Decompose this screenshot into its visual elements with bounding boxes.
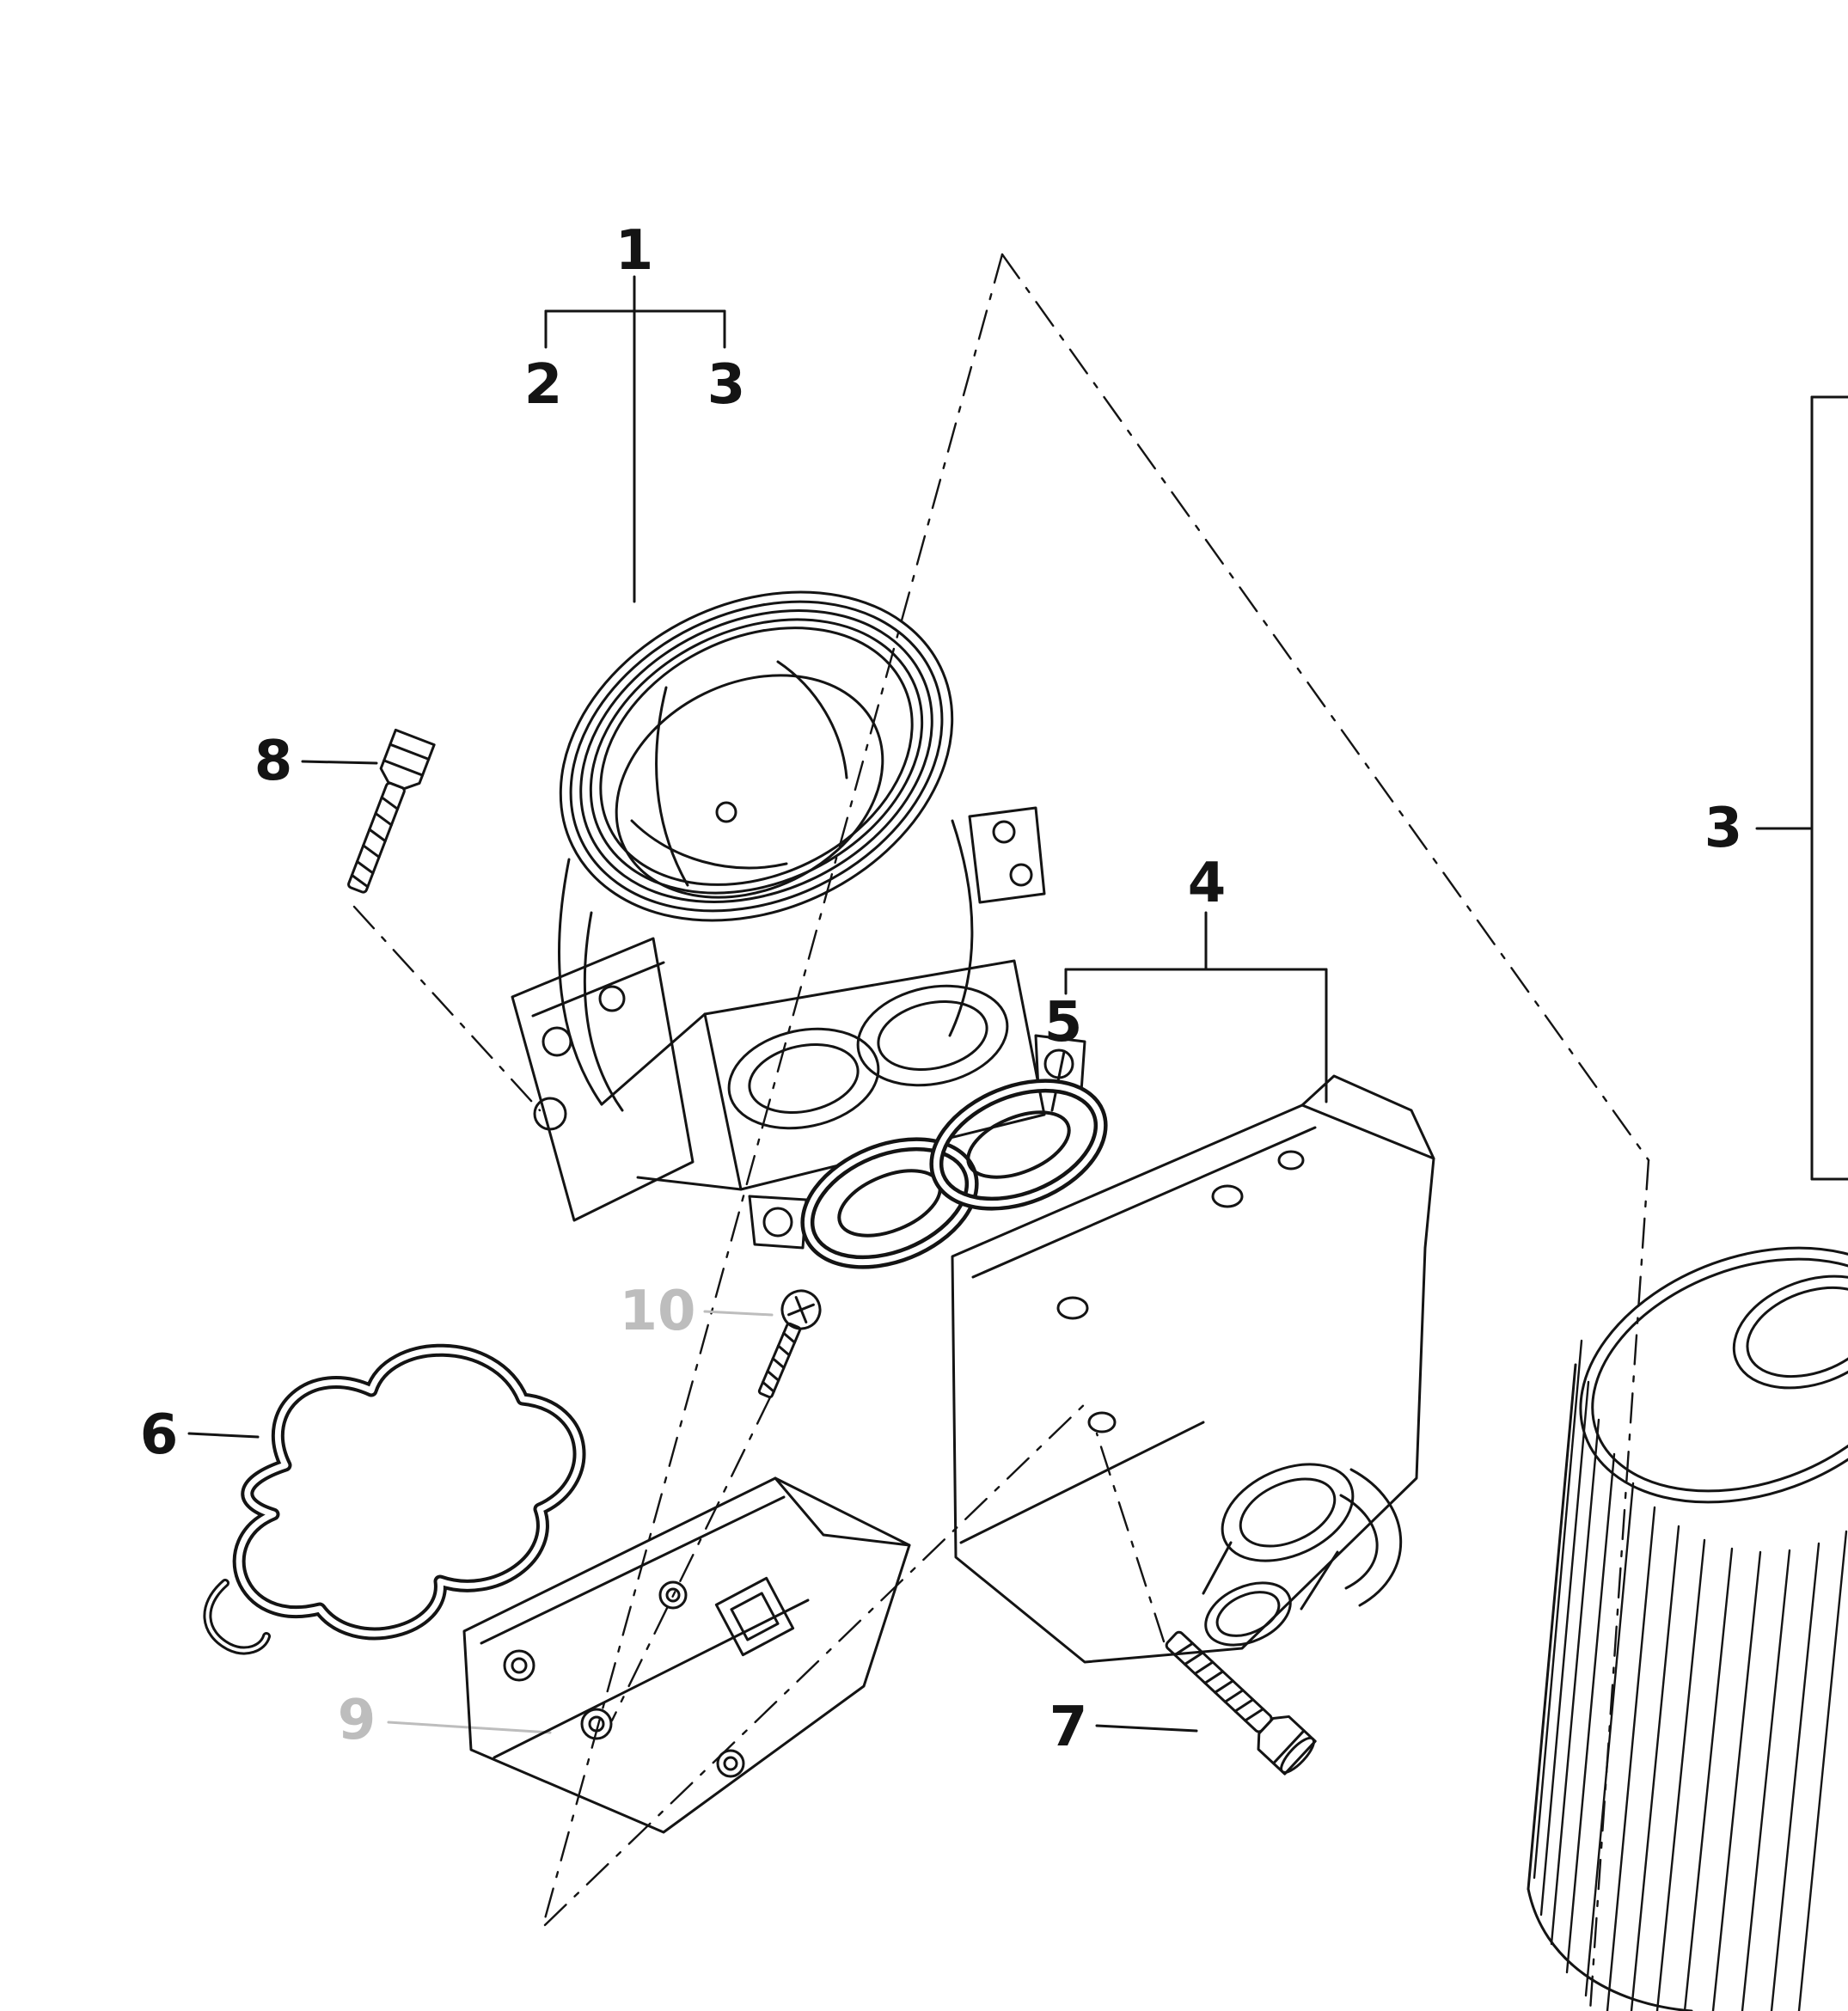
callout-3-right[interactable]: 3 (1704, 797, 1743, 860)
callout-4[interactable]: 4 (1187, 852, 1227, 915)
muted-leader-lines (387, 1310, 774, 1734)
callout-10[interactable]: 10 (619, 1280, 696, 1343)
flange-gasket-5[interactable] (790, 1063, 1118, 1285)
callout-9[interactable]: 9 (337, 1689, 376, 1752)
callout-6[interactable]: 6 (139, 1403, 179, 1467)
heat-shield-9[interactable] (462, 1476, 911, 1834)
callout-8[interactable]: 8 (254, 730, 293, 793)
callout-1[interactable]: 1 (615, 219, 654, 283)
callout-5[interactable]: 5 (1043, 991, 1083, 1054)
throttle-body[interactable] (505, 529, 1086, 1250)
leader-lines (187, 275, 1848, 1733)
profile-gasket-6[interactable] (203, 1343, 586, 1655)
flange-bolt-7[interactable] (1157, 1622, 1319, 1777)
filter-pleats (1533, 1339, 1848, 2011)
air-filter-element[interactable] (1527, 1202, 1848, 2011)
callout-7[interactable]: 7 (1049, 1696, 1088, 1759)
callout-3-top[interactable]: 3 (707, 353, 746, 417)
boundary-lines (352, 253, 1650, 2011)
screw-10[interactable] (748, 1285, 826, 1403)
bracket-assembly-4[interactable] (951, 1074, 1435, 1664)
callout-2[interactable]: 2 (523, 353, 563, 417)
hex-bolt-8[interactable] (337, 728, 436, 897)
